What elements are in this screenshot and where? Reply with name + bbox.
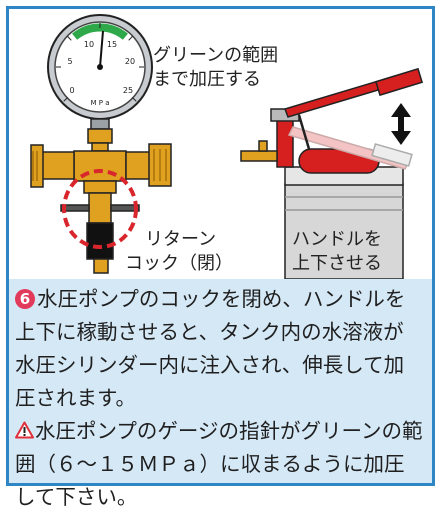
- instruction-card: 0 5 10 15 20 25 M P a: [6, 6, 435, 509]
- warning-icon: [15, 421, 34, 439]
- gauge-tick-25: 25: [123, 86, 133, 95]
- step-text: 水圧ポンプのコックを閉め、ハンドルを上下に稼動させると、タンク内の水溶液が水圧シ…: [15, 287, 406, 410]
- gauge-tick-10: 10: [84, 40, 94, 49]
- up-down-arrow-icon: [391, 103, 411, 145]
- illustration: 0 5 10 15 20 25 M P a: [30, 14, 424, 280]
- return-cock-highlight: [62, 169, 138, 249]
- label-green-range-1: グリーンの範囲: [153, 45, 279, 66]
- gauge-needle: [99, 30, 104, 68]
- step-number-badge: 6: [15, 289, 35, 309]
- label-return-cock-1: リターン: [145, 229, 217, 250]
- label-handle-2: 上下させる: [292, 253, 382, 274]
- pressure-gauge: 0 5 10 15 20 25 M P a: [47, 14, 153, 120]
- gauge-unit: M P a: [90, 99, 109, 107]
- caution-text: 水圧ポンプのゲージの指針がグリーンの範囲（６～１５ＭＰａ）に収まるように加圧して…: [15, 419, 423, 509]
- gauge-tick-15: 15: [107, 40, 117, 49]
- label-return-cock-2: コック（閉）: [125, 253, 233, 274]
- caution-paragraph: 水圧ポンプのゲージの指針がグリーンの範囲（６～１５ＭＰａ）に収まるように加圧して…: [15, 415, 424, 514]
- gauge-tick-0: 0: [69, 86, 74, 95]
- label-handle-1: ハンドルを: [292, 229, 382, 250]
- gauge-tick-5: 5: [67, 57, 72, 66]
- label-green-range-2: まで加圧する: [153, 69, 261, 90]
- gauge-tick-20: 20: [125, 57, 135, 66]
- hand-pump: [240, 67, 424, 280]
- fitting-threads: [32, 149, 167, 181]
